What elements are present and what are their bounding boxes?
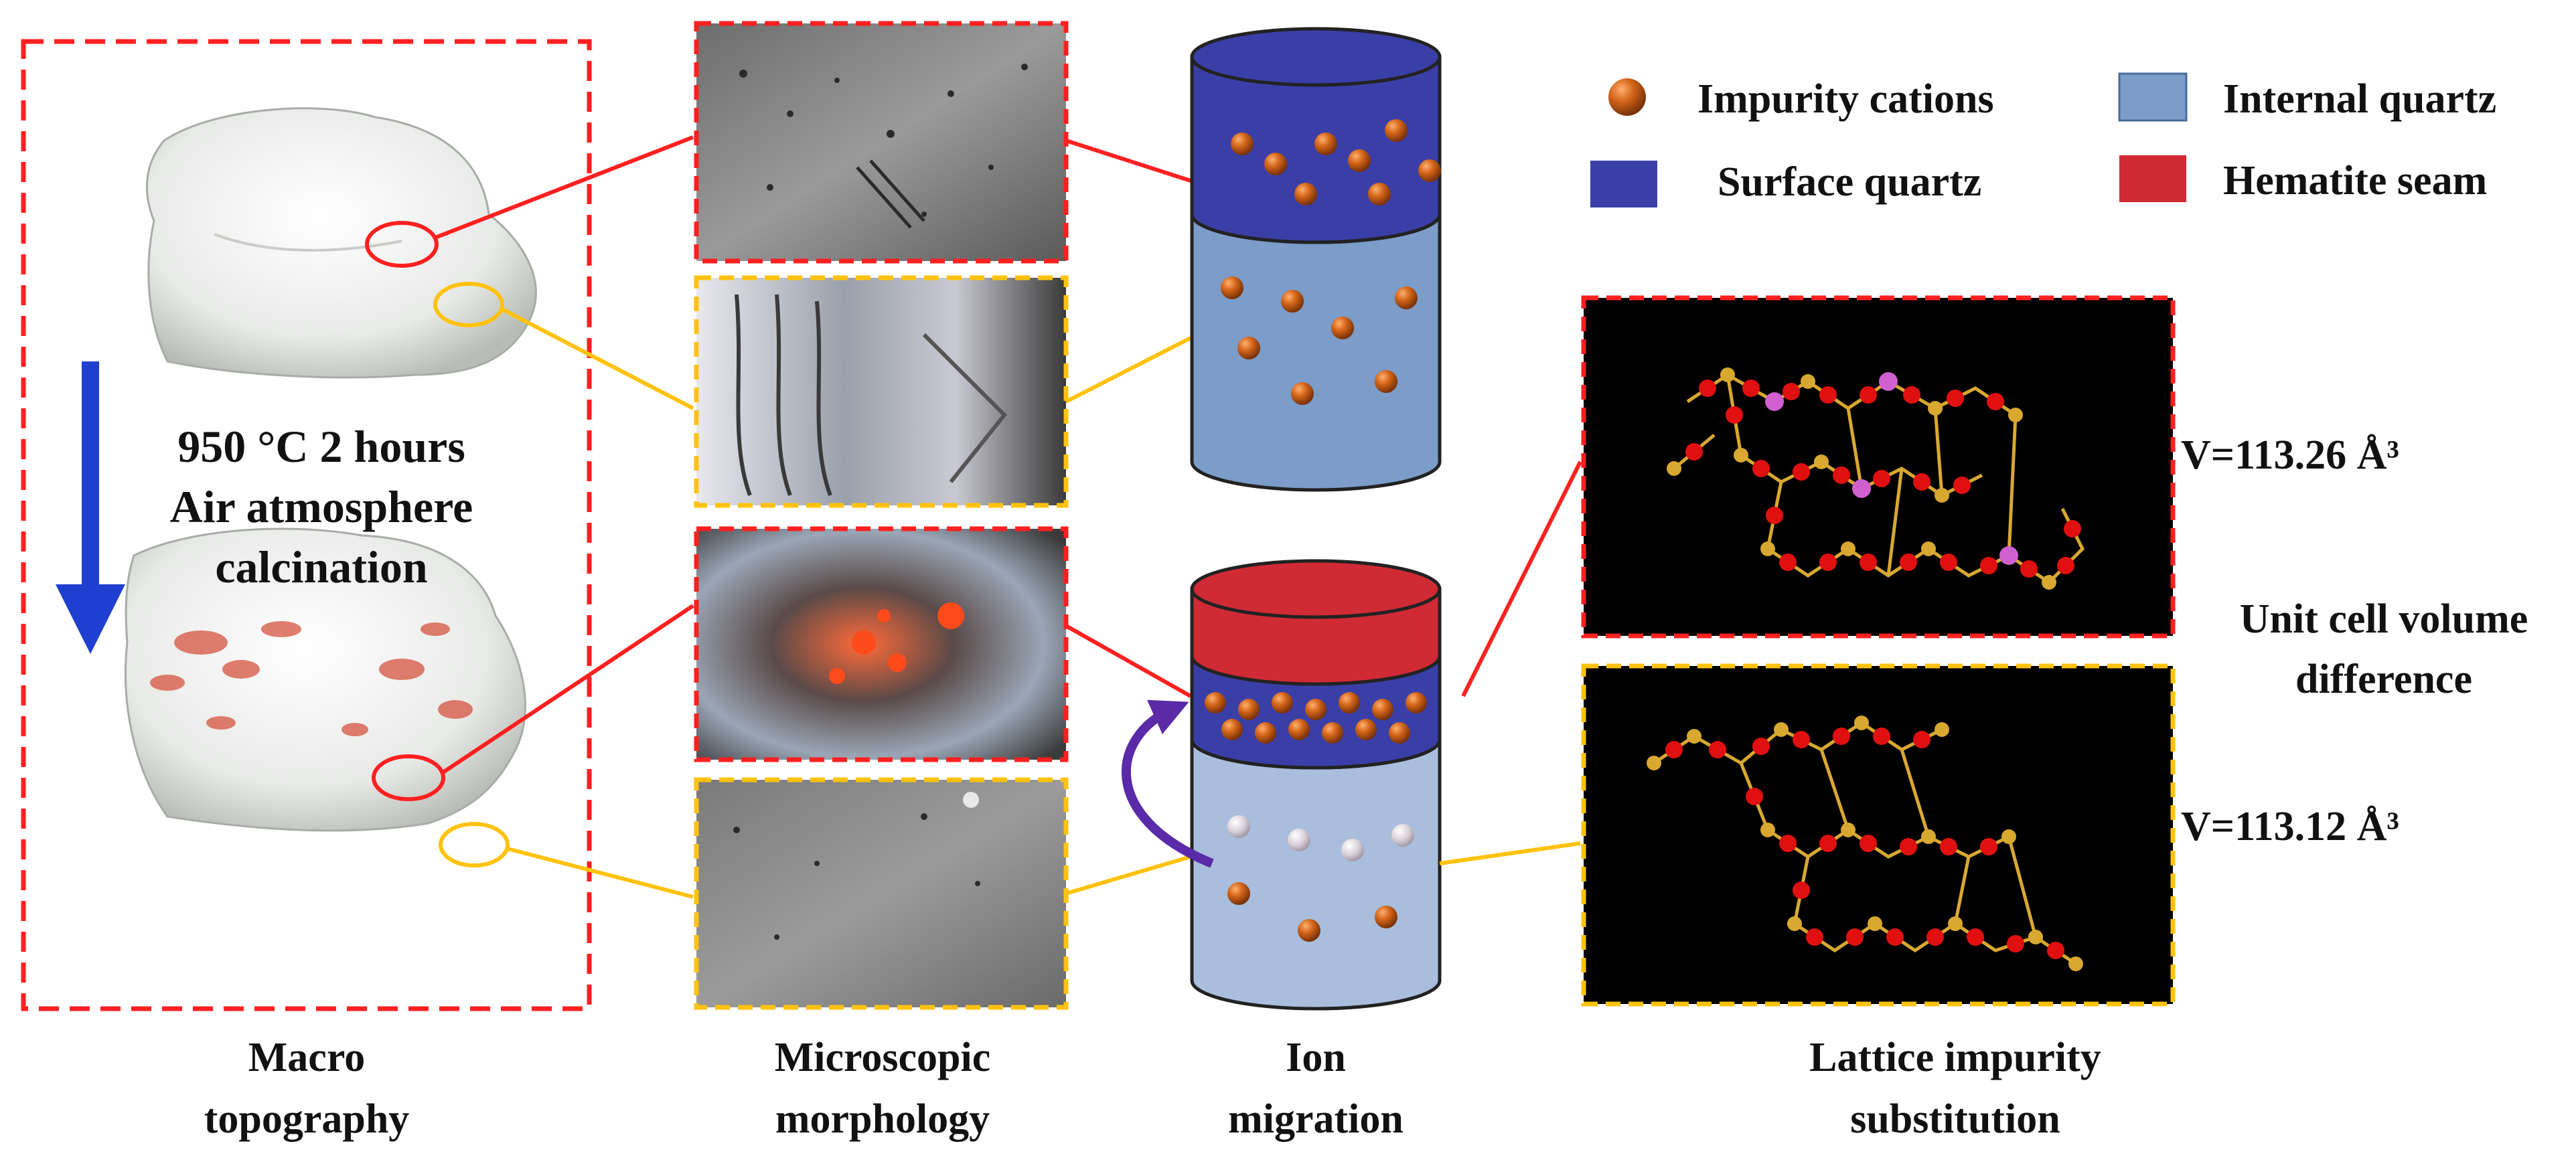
volume-bottom: V=113.12 Å³ <box>2181 804 2399 849</box>
process-line3: calcination <box>215 541 427 592</box>
legend-impurity-cations: Impurity cations <box>1697 76 1994 122</box>
legend-surface-quartz: Surface quartz <box>1718 159 1981 205</box>
rock-after-calcination <box>125 527 526 832</box>
microscopic-panels <box>694 21 1069 1010</box>
highlight-circle-red-bottom <box>372 754 445 801</box>
volume-diff-line2: difference <box>2295 657 2472 702</box>
cylinder2-remaining-cations <box>1227 882 1397 942</box>
migration-arrow <box>1122 699 1214 868</box>
highlight-circle-yellow-bottom <box>439 822 510 867</box>
micro-cylinder-connectors <box>1065 139 1192 896</box>
volume-diff-line1: Unit cell volume <box>2240 596 2528 642</box>
legend-cation-swatch <box>1608 78 1646 116</box>
cylinder2-surface-cations <box>1205 692 1427 744</box>
process-line1: 950 °C 2 hours <box>177 421 465 472</box>
micro-image-3 <box>694 526 1069 762</box>
lattice-panel-bottom <box>1581 663 2176 1007</box>
rock-before-calcination <box>145 107 537 379</box>
cylinder2-top <box>1190 559 1442 619</box>
caption-macro-line2: topography <box>204 1096 410 1142</box>
legend-surface-quartz-swatch <box>1590 161 1657 207</box>
cylinder1-internal-body <box>1190 212 1442 492</box>
macro-micro-connectors <box>434 135 694 899</box>
cylinder1-cations <box>1221 119 1441 405</box>
legend: Impurity cations Internal quartz Surface… <box>1590 72 2496 207</box>
cylinder2-ghost-cations <box>1227 815 1414 861</box>
ion-cylinder-before <box>1190 27 1442 492</box>
macro-panel-frame <box>21 39 592 1011</box>
caption-ion-line2: migration <box>1228 1096 1404 1142</box>
ion-cylinder-after <box>1122 559 1442 1011</box>
caption-lattice-line2: substitution <box>1850 1096 2060 1142</box>
macro-panel: 950 °C 2 hours Air atmosphere calcinatio… <box>21 39 592 1011</box>
legend-hematite-seam: Hematite seam <box>2223 158 2487 203</box>
legend-internal-quartz: Internal quartz <box>2223 76 2496 122</box>
highlight-circle-red-top <box>365 221 439 268</box>
legend-hematite-swatch <box>2119 155 2186 202</box>
caption-macro-line1: Macro <box>248 1035 365 1080</box>
legend-internal-quartz-swatch <box>2118 72 2188 122</box>
lattice-panel-top <box>1581 295 2176 639</box>
micro-image-4 <box>694 777 1069 1010</box>
rock-crack <box>214 233 402 252</box>
cylinder2-internal-body <box>1190 738 1442 1011</box>
hematite-stains <box>150 621 473 736</box>
process-line2: Air atmosphere <box>170 481 473 532</box>
cylinder-lattice-connectors <box>1439 461 1582 865</box>
micro-image-2 <box>694 275 1069 508</box>
caption-micro-line2: morphology <box>775 1096 990 1142</box>
volume-top: V=113.26 Å³ <box>2181 432 2399 478</box>
caption-micro-line1: Microscopic <box>775 1035 991 1080</box>
caption-ion-line1: Ion <box>1286 1035 1346 1080</box>
caption-lattice-line1: Lattice impurity <box>1809 1035 2101 1080</box>
cylinder1-top <box>1190 27 1442 87</box>
micro-image-1 <box>694 21 1069 264</box>
highlight-circle-yellow-top <box>433 282 504 327</box>
